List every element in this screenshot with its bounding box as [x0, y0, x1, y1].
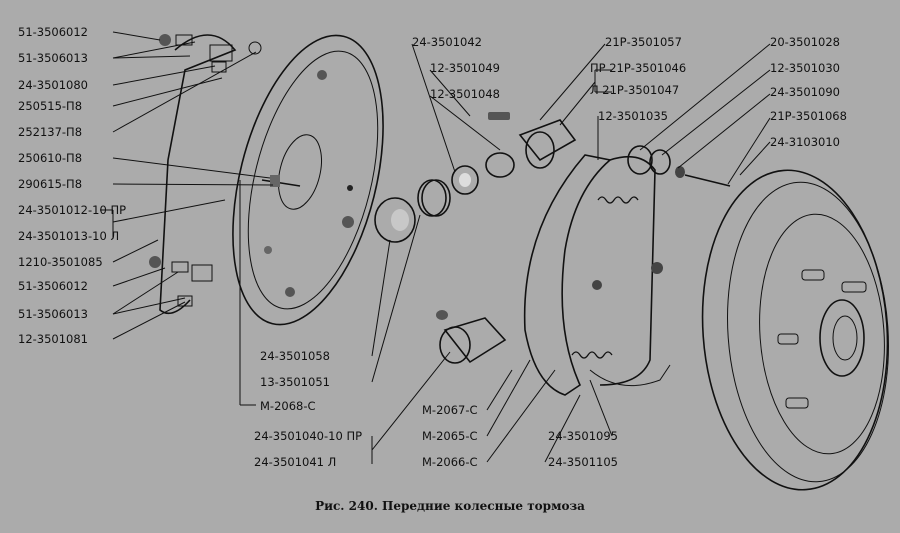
part-label: 12-3501049: [430, 61, 500, 75]
part-label: 12-3501035: [598, 109, 668, 123]
part-label: 51-3506012: [18, 25, 88, 39]
wheel-stud: [801, 269, 825, 281]
brake-drum: [701, 169, 889, 491]
upper-wheel-cylinder: [485, 112, 577, 178]
figure-caption: Рис. 240. Передние колесные тормоза: [315, 499, 585, 513]
part-label: 290615-П8: [18, 177, 82, 191]
leader-lines: [100, 31, 771, 464]
part-label: 12-3501030: [770, 61, 840, 75]
callouts-left: 51-3506012 51-3506013 24-3501080 250515-…: [18, 25, 126, 346]
part-label: М-2066-С: [422, 455, 478, 469]
part-label: 20-3501028: [770, 35, 840, 49]
part-label: 24-3501058: [260, 349, 330, 363]
part-label: 24-3501013-10 Л: [18, 229, 119, 243]
wheel-stud: [785, 397, 809, 409]
part-label: М-2067-С: [422, 403, 478, 417]
callouts-top: 24-3501042 12-3501049 12-3501048 21Р-350…: [412, 35, 847, 149]
part-label: ПР 21Р-3501046: [590, 61, 686, 75]
piston-and-cup: [374, 165, 479, 243]
mounting-bolt: [261, 175, 301, 187]
lower-return-spring: [571, 351, 613, 359]
part-label: 24-3501040-10 ПР: [254, 429, 362, 443]
part-label: 24-3501095: [548, 429, 618, 443]
brake-pipe: [149, 34, 262, 315]
part-label: 24-3103010: [770, 135, 840, 149]
part-label: 21Р-3501068: [770, 109, 847, 123]
mounting-bolt: [342, 216, 354, 228]
wheel-stud: [777, 333, 799, 345]
part-label: 21Р-3501057: [605, 35, 682, 49]
wheel-stud: [841, 281, 867, 293]
part-label: М-2068-С: [260, 399, 316, 413]
part-label: 24-3501042: [412, 35, 482, 49]
part-label: 51-3506013: [18, 51, 88, 65]
part-label: 250515-П8: [18, 99, 82, 113]
part-label: 250610-П8: [18, 151, 82, 165]
shoe-pin: [592, 262, 663, 290]
upper-return-spring: [597, 196, 639, 204]
brake-shoe-with-lining: [523, 154, 671, 396]
part-label: 51-3506013: [18, 307, 88, 321]
part-label: 51-3506012: [18, 279, 88, 293]
lower-wheel-cylinder: [436, 310, 507, 364]
part-label: 24-3501041 Л: [254, 455, 336, 469]
part-label: 24-3501080: [18, 78, 88, 92]
part-label: М-2065-С: [422, 429, 478, 443]
part-label: 24-3501012-10 ПР: [18, 203, 126, 217]
part-label: 12-3501048: [430, 87, 500, 101]
part-label: 24-3501105: [548, 455, 618, 469]
part-label: 252137-П8: [18, 125, 82, 139]
callouts-bottom: 24-3501058 13-3501051 М-2068-С 24-350104…: [254, 349, 618, 469]
part-label: 24-3501090: [770, 85, 840, 99]
part-label: 13-3501051: [260, 375, 330, 389]
part-label: 12-3501081: [18, 332, 88, 346]
adjusting-eccentric: [627, 145, 731, 187]
part-label: 1210-3501085: [18, 255, 103, 269]
part-label: Л 21Р-3501047: [590, 83, 679, 97]
backing-plate: [232, 34, 384, 326]
